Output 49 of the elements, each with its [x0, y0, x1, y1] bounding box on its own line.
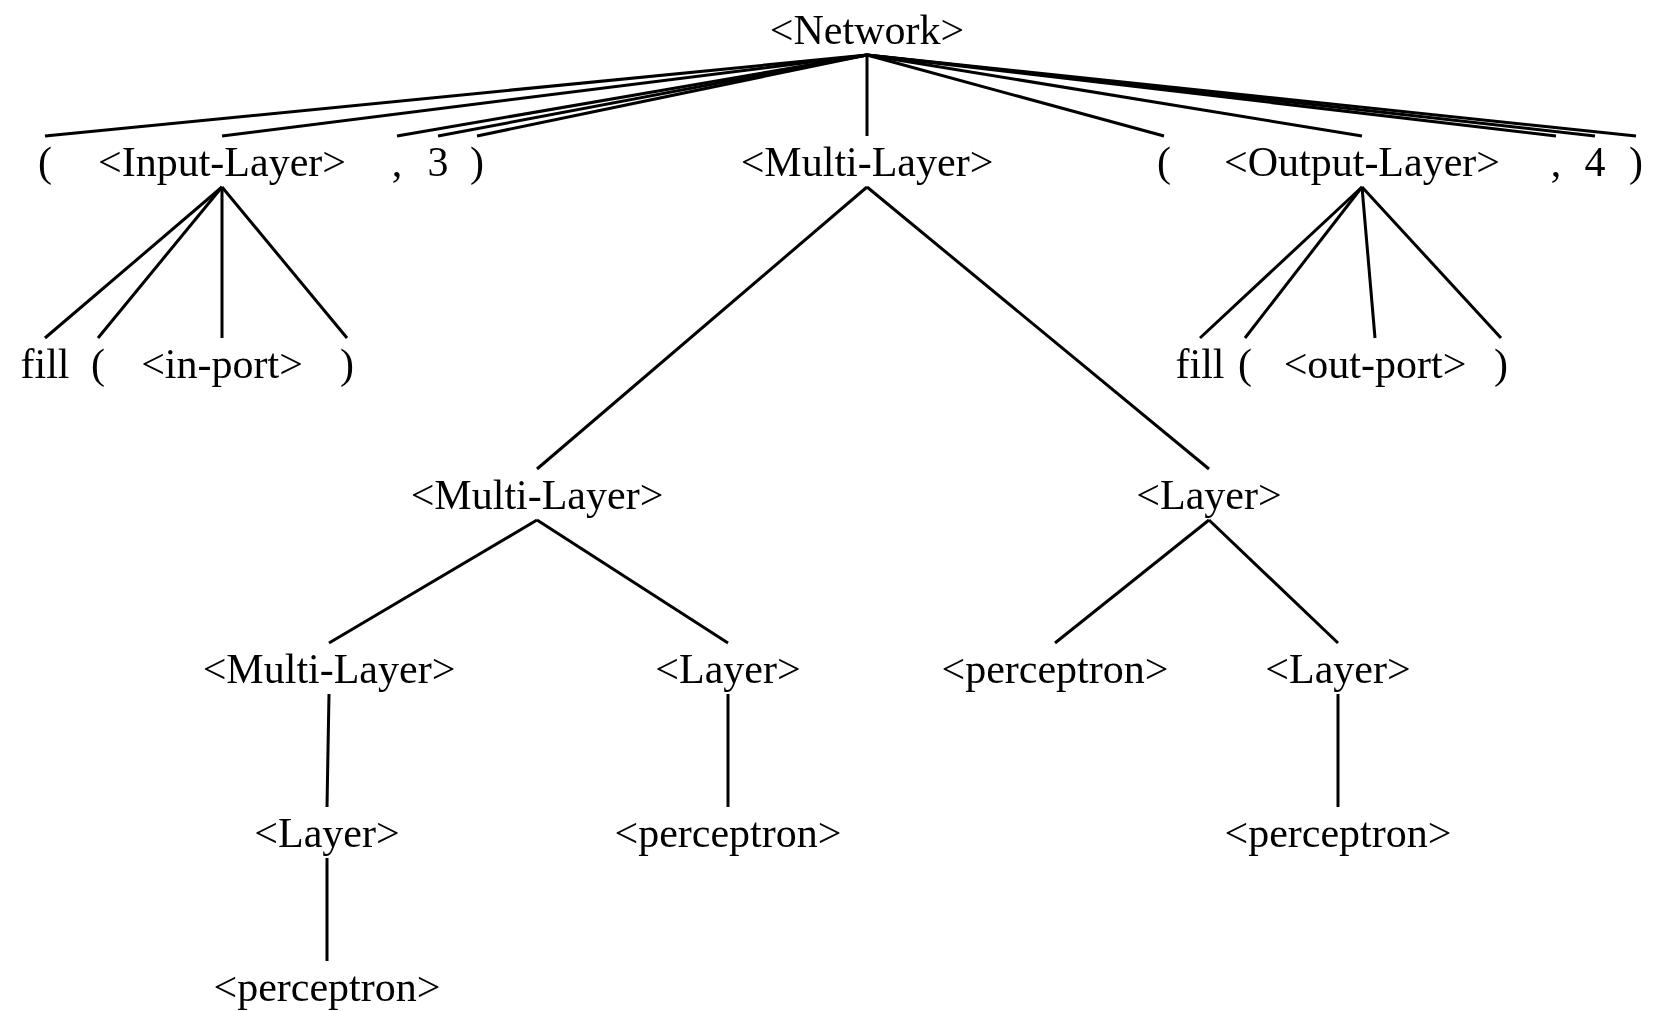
tree-branch-line: [866, 185, 1210, 471]
tree-symbol: 3: [427, 140, 449, 185]
tree-symbol: <in-port>: [141, 342, 303, 387]
tree-symbol: fill: [20, 342, 70, 387]
tree-symbol: <Output-Layer>: [1224, 140, 1500, 185]
tree-symbol: <perceptron>: [213, 965, 441, 1010]
tree-symbol: ,: [391, 140, 403, 185]
tree-symbol: <Layer>: [655, 647, 801, 692]
tree-symbol: ): [1494, 342, 1508, 387]
tree-symbol: ,: [1550, 140, 1562, 185]
tree-branch-line: [726, 694, 730, 807]
tree-symbol: <Layer>: [1136, 473, 1282, 518]
tree-symbol: <out-port>: [1283, 342, 1467, 387]
tree-symbol: (: [1157, 140, 1171, 185]
tree-symbol: ): [1629, 140, 1643, 185]
tree-branch-line: [96, 186, 224, 339]
tree-branch-line: [1243, 186, 1364, 339]
tree-symbol: <perceptron>: [941, 647, 1169, 692]
tree-symbol: ): [340, 342, 354, 387]
tree-symbol: <perceptron>: [1224, 811, 1452, 856]
tree-branch-line: [1207, 518, 1340, 645]
tree-symbol: (: [91, 342, 105, 387]
tree-branch-line: [220, 187, 224, 338]
tree-branch-line: [325, 858, 329, 961]
tree-symbol: ): [470, 140, 484, 185]
tree-symbol: <Multi-Layer>: [740, 140, 994, 185]
tree-branch-line: [328, 518, 538, 645]
tree-symbol: (: [38, 140, 52, 185]
tree-branch-line: [1054, 518, 1210, 645]
tree-symbol: fill: [1175, 342, 1225, 387]
tree-branch-line: [536, 518, 729, 645]
tree-branch-line: [536, 185, 868, 471]
tree-symbol: <Layer>: [1265, 647, 1411, 692]
tree-symbol: (: [1238, 342, 1252, 387]
tree-symbol: <Layer>: [254, 811, 400, 856]
tree-symbol: <perceptron>: [614, 811, 842, 856]
tree-branch-line: [865, 55, 869, 136]
tree-branch-line: [1360, 186, 1503, 339]
tree-branch-line: [1336, 694, 1340, 807]
tree-symbol: <Input-Layer>: [98, 140, 346, 185]
tree-branch-line: [325, 693, 331, 808]
tree-symbol: <Multi-Layer>: [202, 647, 456, 692]
tree-branch-line: [220, 186, 349, 339]
tree-branch-line: [1360, 186, 1377, 339]
tree-symbol: 4: [1584, 140, 1606, 185]
tree-symbol: <Multi-Layer>: [410, 473, 664, 518]
tree-symbol: <Network>: [769, 8, 965, 53]
tree-branch-line: [44, 185, 223, 340]
tree-branch-line: [1198, 185, 1364, 340]
